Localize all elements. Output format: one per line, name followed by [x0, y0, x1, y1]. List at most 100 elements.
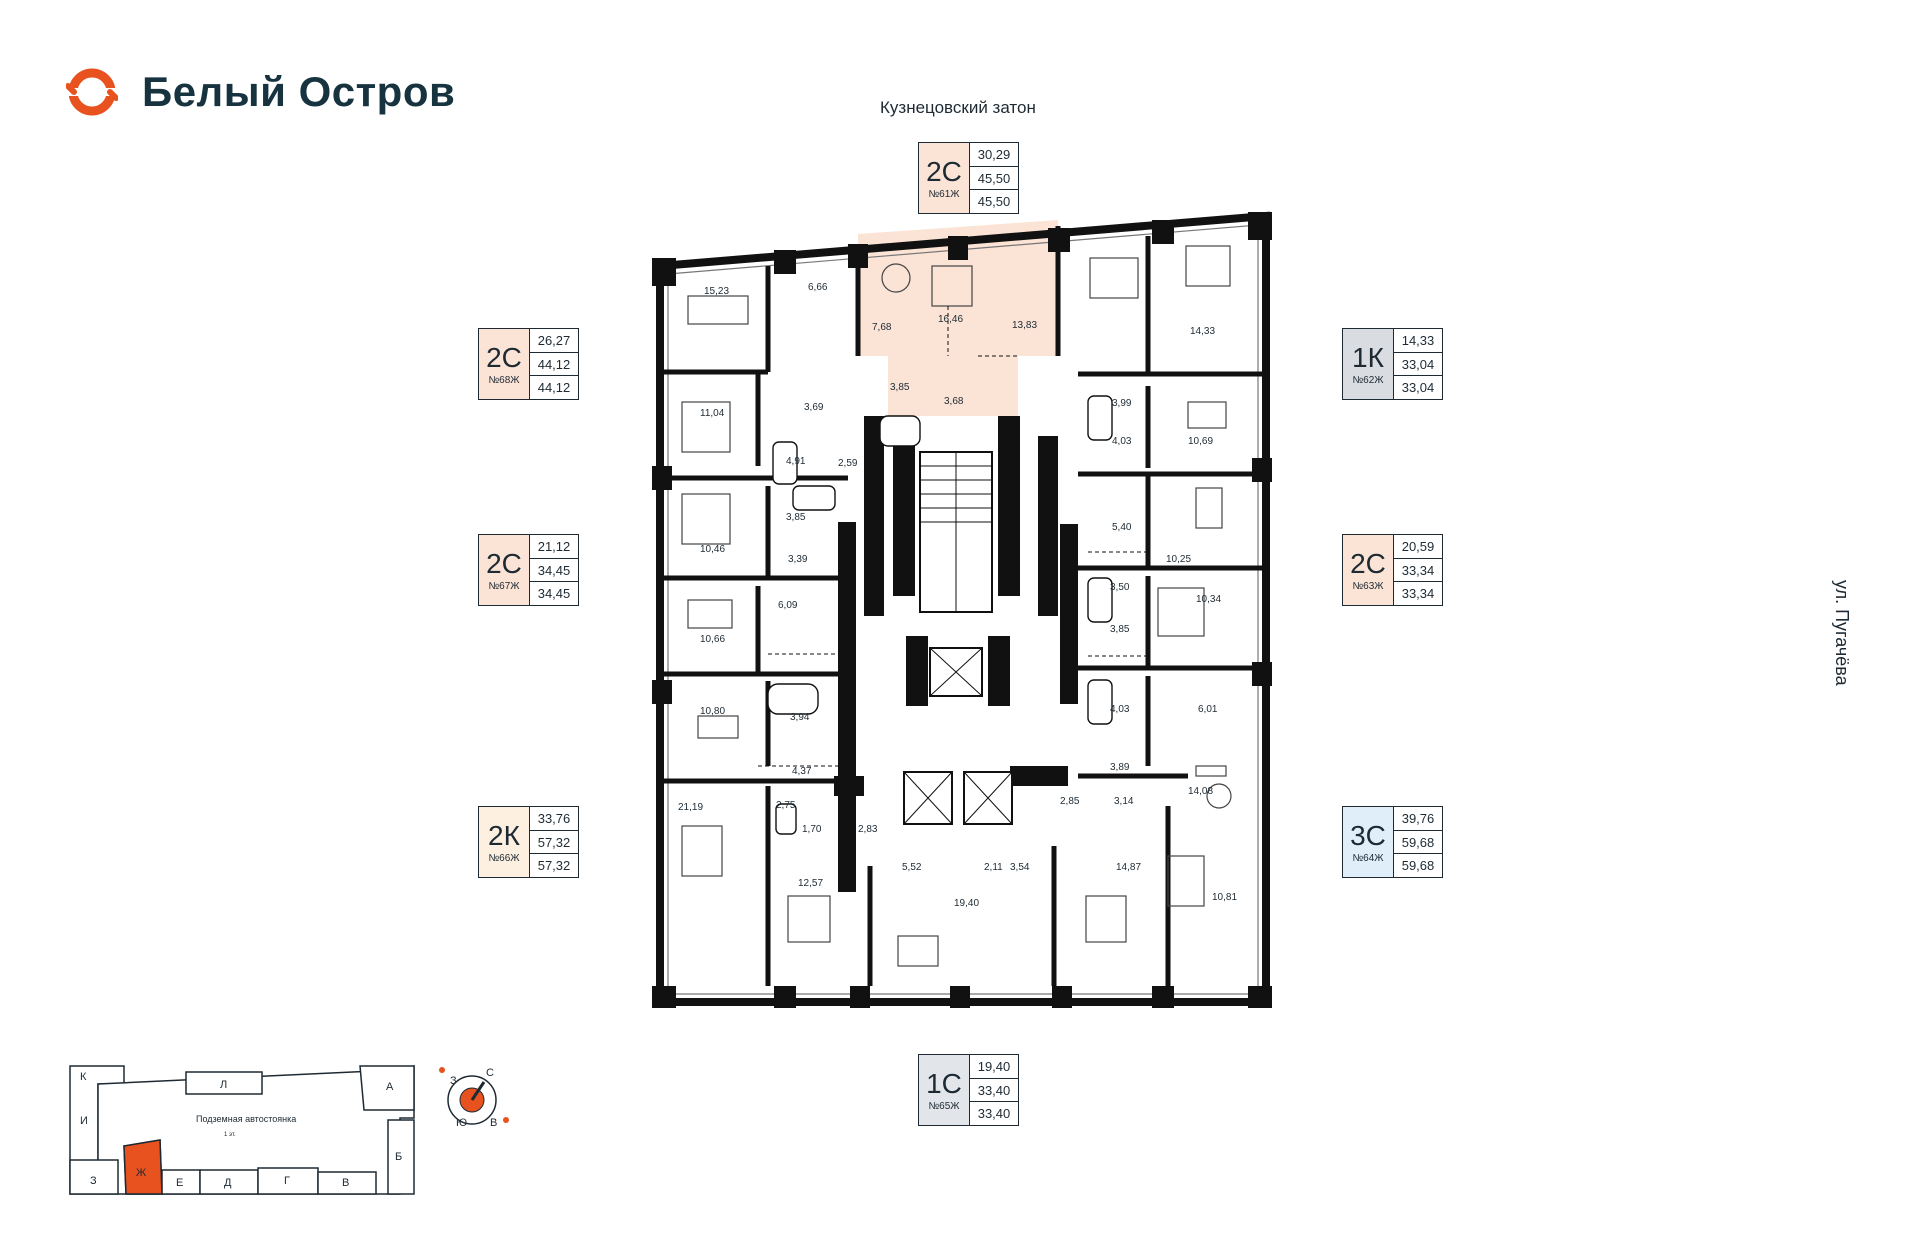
room-area: 4,03 — [1112, 436, 1132, 447]
room-area: 12,57 — [798, 878, 823, 889]
apartment-code-box: 3С №64Ж — [1343, 807, 1394, 877]
key-section-d[interactable]: Д — [224, 1177, 232, 1189]
key-section-k[interactable]: К — [80, 1071, 87, 1083]
room-area: 14,33 — [1190, 326, 1215, 337]
apartment-code-box: 1С №65Ж — [919, 1055, 970, 1125]
apartment-card-62[interactable]: 1К №62Ж 14,33 33,04 33,04 — [1342, 328, 1443, 400]
apartment-card-67[interactable]: 2С №67Ж 21,12 34,45 34,45 — [478, 534, 579, 606]
compass-west: З — [450, 1075, 457, 1087]
room-area: 19,40 — [954, 898, 979, 909]
apartment-code: 2С — [926, 155, 962, 187]
compass-labels: С З Ю В — [450, 1067, 497, 1129]
apartment-number: №67Ж — [488, 580, 520, 592]
apartment-code: 1К — [1352, 341, 1384, 373]
room-area: 10,46 — [700, 544, 725, 555]
area-living: 26,27 — [530, 329, 578, 353]
apartment-code-box: 2С №68Ж — [479, 329, 530, 399]
apartment-code: 1С — [926, 1067, 962, 1099]
room-area: 21,19 — [678, 802, 703, 813]
apartment-code-box: 2С №67Ж — [479, 535, 530, 605]
key-plan-labels: К Л А И Б З Ж Е Д Г В Подземная автостоя… — [80, 1071, 402, 1189]
key-section-highlight[interactable] — [123, 1139, 163, 1195]
room-area: 16,46 — [938, 314, 963, 325]
room-area: 3,89 — [1110, 762, 1130, 773]
apartment-code-box: 1К №62Ж — [1343, 329, 1394, 399]
room-area: 4,37 — [792, 766, 812, 777]
apartment-areas: 20,59 33,34 33,34 — [1394, 535, 1442, 605]
key-section-i[interactable]: И — [80, 1115, 88, 1127]
room-area: 3,39 — [788, 554, 808, 565]
brand-mark-icon — [66, 68, 118, 116]
apartment-number: №62Ж — [1352, 374, 1384, 386]
area-living: 30,29 — [970, 143, 1018, 167]
area-total: 33,40 — [970, 1079, 1018, 1103]
area-total: 34,45 — [530, 559, 578, 583]
room-area: 6,09 — [778, 600, 798, 611]
key-section-e[interactable]: Е — [176, 1177, 183, 1189]
area-living: 20,59 — [1394, 535, 1442, 559]
key-center-sublabel: 1 эт. — [224, 1132, 236, 1138]
room-area: 7,68 — [872, 322, 892, 333]
furniture — [681, 245, 1232, 967]
apartment-card-65[interactable]: 1С №65Ж 19,40 33,40 33,40 — [918, 1054, 1019, 1126]
room-area: 13,83 — [1012, 320, 1037, 331]
key-center-label: Подземная автостоянка — [196, 1114, 296, 1124]
brand-name: Белый Остров — [142, 68, 456, 115]
apartment-code: 2С — [486, 547, 522, 579]
compass: С З Ю В — [439, 1067, 509, 1129]
key-section-z[interactable]: З — [90, 1175, 97, 1187]
key-section-zh[interactable]: Ж — [136, 1167, 146, 1179]
apartment-card-66[interactable]: 2К №66Ж 33,76 57,32 57,32 — [478, 806, 579, 878]
room-area: 6,01 — [1198, 704, 1218, 715]
key-section-v[interactable]: В — [342, 1177, 349, 1189]
area-gross: 33,34 — [1401, 586, 1435, 602]
apartment-card-64[interactable]: 3С №64Ж 39,76 59,68 59,68 — [1342, 806, 1443, 878]
sun-icons — [439, 1067, 509, 1123]
area-living: 21,12 — [530, 535, 578, 559]
apartment-card-63[interactable]: 2С №63Ж 20,59 33,34 33,34 — [1342, 534, 1443, 606]
area-gross: 59,68 — [1401, 858, 1435, 874]
dashed-boundaries — [758, 306, 1148, 767]
interior-walls — [660, 226, 1266, 986]
room-area: 3,99 — [1112, 398, 1132, 409]
apartment-number: №68Ж — [488, 374, 520, 386]
apartment-code: 2К — [488, 819, 520, 851]
brand-logo: Белый Остров — [66, 66, 455, 118]
area-living: 14,33 — [1394, 329, 1442, 353]
compass-needle-icon — [470, 1081, 486, 1101]
bathtubs — [767, 395, 1113, 835]
apartment-61-highlight[interactable] — [858, 220, 1058, 416]
room-labels: 15,23 6,66 7,68 16,46 13,83 14,33 11,04 … — [678, 282, 1237, 909]
room-area: 15,23 — [704, 286, 729, 297]
area-total: 45,50 — [970, 167, 1018, 191]
floor-plan: 15,23 6,66 7,68 16,46 13,83 14,33 11,04 … — [652, 211, 1272, 1008]
room-area: 10,34 — [1196, 594, 1221, 605]
key-plan: К Л А И Б З Ж Е Д Г В Подземная автостоя… — [69, 1065, 415, 1195]
area-living: 33,76 — [530, 807, 578, 831]
key-section-g[interactable]: Г — [284, 1175, 290, 1187]
key-section-a[interactable]: А — [386, 1081, 394, 1093]
area-living: 39,76 — [1394, 807, 1442, 831]
area-gross: 57,32 — [537, 858, 571, 874]
key-section-l[interactable]: Л — [220, 1079, 227, 1091]
room-area: 5,52 — [902, 862, 922, 873]
apartment-card-61[interactable]: 2С №61Ж 30,29 45,50 45,50 — [918, 142, 1019, 214]
room-area: 3,85 — [786, 512, 806, 523]
apartment-code-box: 2С №61Ж — [919, 143, 970, 213]
area-living: 19,40 — [970, 1055, 1018, 1079]
room-area: 3,85 — [1110, 624, 1130, 635]
apartment-card-68[interactable]: 2С №68Ж 26,27 44,12 44,12 — [478, 328, 579, 400]
apartment-number: №66Ж — [488, 852, 520, 864]
room-area: 1,70 — [802, 824, 822, 835]
apartment-code-box: 2С №63Ж — [1343, 535, 1394, 605]
area-total: 59,68 — [1394, 831, 1442, 855]
room-area: 3,94 — [790, 712, 810, 723]
compass-north: С — [486, 1067, 494, 1079]
room-area: 2,59 — [838, 458, 858, 469]
room-area: 3,50 — [1110, 582, 1130, 593]
stairs-steps — [920, 452, 992, 612]
structural-columns — [652, 212, 1272, 1008]
key-section-b[interactable]: Б — [395, 1151, 402, 1163]
apartment-areas: 30,29 45,50 45,50 — [970, 143, 1018, 213]
area-total: 33,04 — [1394, 353, 1442, 377]
